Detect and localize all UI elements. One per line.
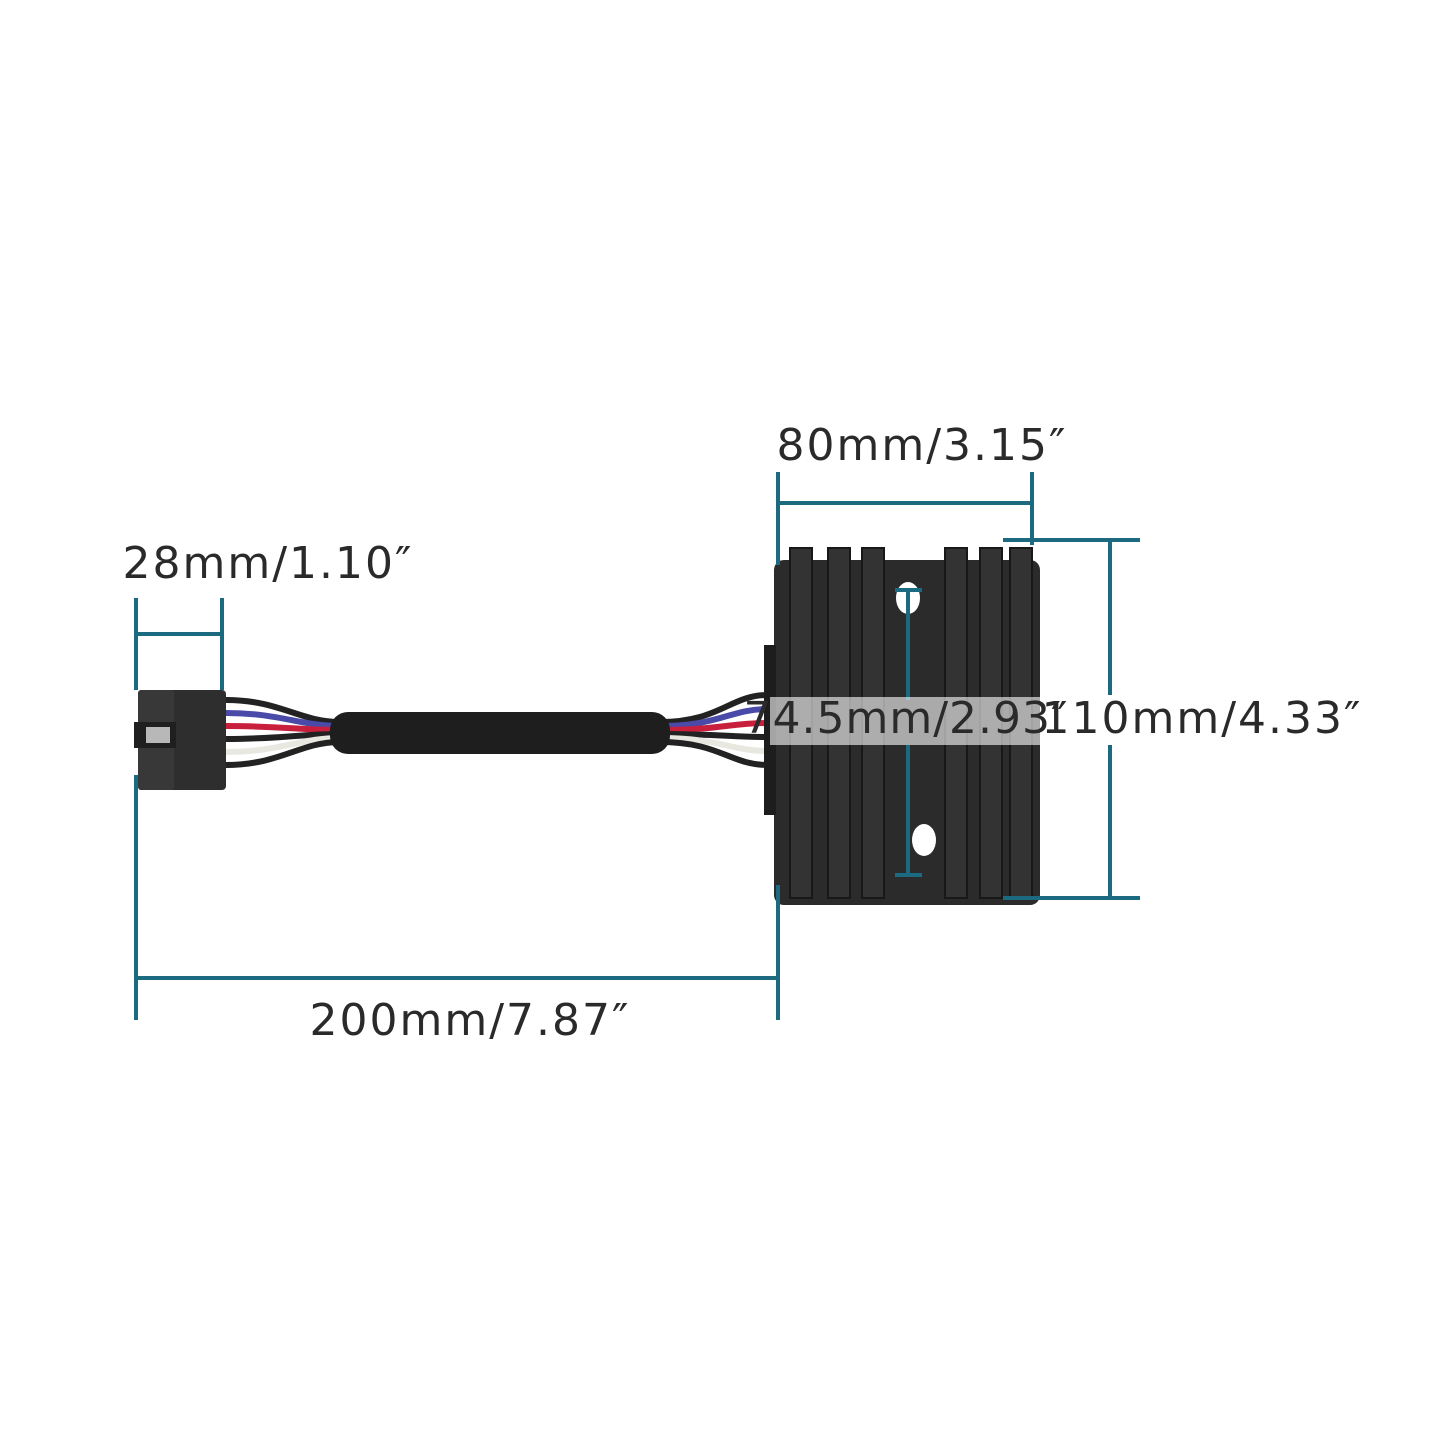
hole-spacing-label: 74.5mm/2.93″ — [744, 693, 1069, 744]
body-width-label: 80mm/3.15″ — [777, 420, 1068, 471]
dimension-total-length: 200mm/7.87″ — [134, 775, 780, 1046]
cable-sheath — [330, 712, 670, 754]
connector-plug — [134, 690, 226, 790]
total-length-label: 200mm/7.87″ — [310, 995, 631, 1046]
body-height-label: 110mm/4.33″ — [1042, 693, 1363, 744]
dimension-connector-width: 28mm/1.10″ — [123, 538, 414, 690]
connector-width-label: 28mm/1.10″ — [123, 538, 414, 589]
dimension-hole-spacing: 74.5mm/2.93″ — [744, 588, 1069, 877]
mounting-hole — [912, 824, 936, 856]
dimension-body-height: 110mm/4.33″ — [1003, 538, 1363, 900]
dimension-body-width: 80mm/3.15″ — [776, 420, 1068, 565]
